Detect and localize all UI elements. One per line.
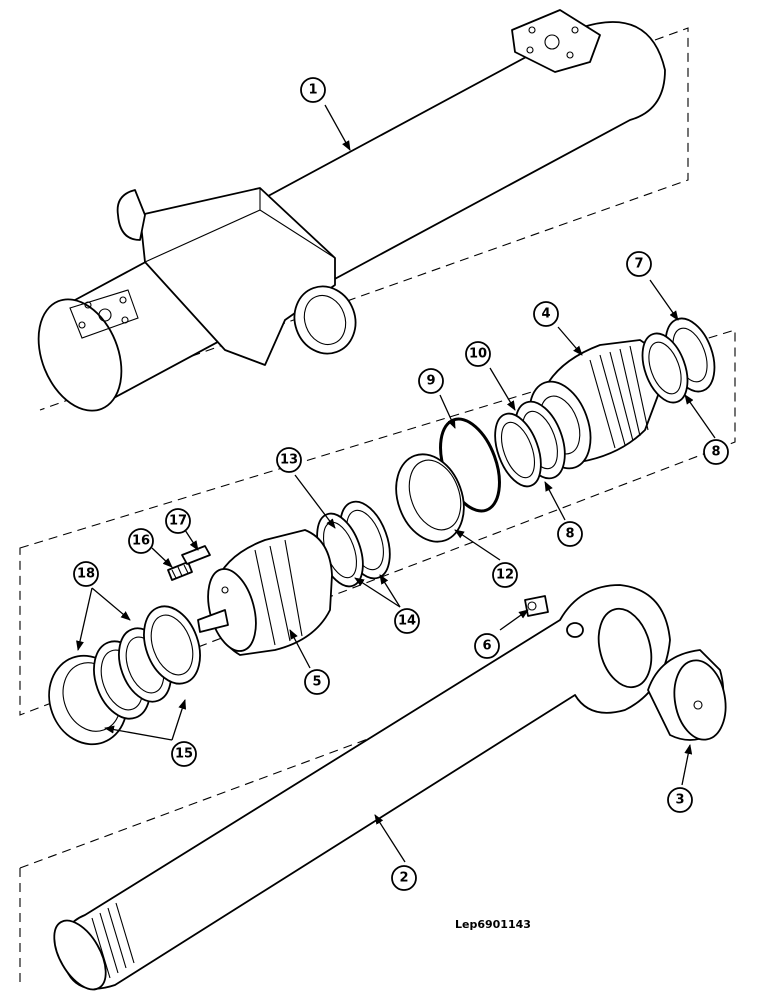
callout-13: 13 (276, 447, 302, 473)
svg-text:14: 14 (398, 614, 416, 629)
callout-4: 4 (533, 301, 559, 327)
svg-text:2: 2 (399, 871, 408, 886)
svg-text:3: 3 (675, 793, 684, 808)
svg-text:7: 7 (634, 257, 643, 272)
set-screw-and-pin (167, 545, 211, 581)
piston-rod (53, 584, 671, 991)
wear-ring (395, 453, 465, 543)
grease-fitting (524, 595, 549, 617)
callout-7: 7 (626, 251, 652, 277)
callout-3: 3 (667, 787, 693, 813)
svg-text:18: 18 (77, 567, 95, 582)
leader-lines (76, 104, 716, 863)
callout-9: 9 (418, 368, 444, 394)
svg-text:15: 15 (175, 747, 193, 762)
svg-text:9: 9 (426, 374, 435, 389)
drawing-reference: Lep6901143 (455, 918, 531, 931)
callout-18: 18 (73, 561, 99, 587)
svg-text:4: 4 (541, 307, 550, 322)
svg-text:17: 17 (169, 514, 187, 529)
svg-text:8: 8 (711, 445, 720, 460)
piston (197, 529, 333, 656)
callout-14: 14 (394, 608, 420, 634)
svg-text:16: 16 (132, 534, 150, 549)
callout-10: 10 (465, 341, 491, 367)
callout-1: 1 (300, 77, 326, 103)
svg-text:5: 5 (312, 675, 321, 690)
rod-end-bushing (647, 649, 727, 741)
cylinder-tube (37, 9, 666, 412)
callout-5: 5 (304, 669, 330, 695)
callout-15: 15 (171, 741, 197, 767)
svg-text:8: 8 (565, 527, 574, 542)
head-seals (494, 317, 716, 488)
svg-text:1: 1 (308, 83, 317, 98)
svg-text:12: 12 (496, 568, 514, 583)
callout-8-center: 8 (557, 521, 583, 547)
callout-6: 6 (474, 633, 500, 659)
callout-17: 17 (165, 508, 191, 534)
svg-text:6: 6 (482, 639, 491, 654)
callout-8-right: 8 (703, 439, 729, 465)
callout-12: 12 (492, 562, 518, 588)
callout-2: 2 (391, 865, 417, 891)
piston-seals (48, 605, 201, 746)
svg-text:10: 10 (469, 347, 487, 362)
callout-16: 16 (128, 528, 154, 554)
svg-text:13: 13 (280, 453, 298, 468)
